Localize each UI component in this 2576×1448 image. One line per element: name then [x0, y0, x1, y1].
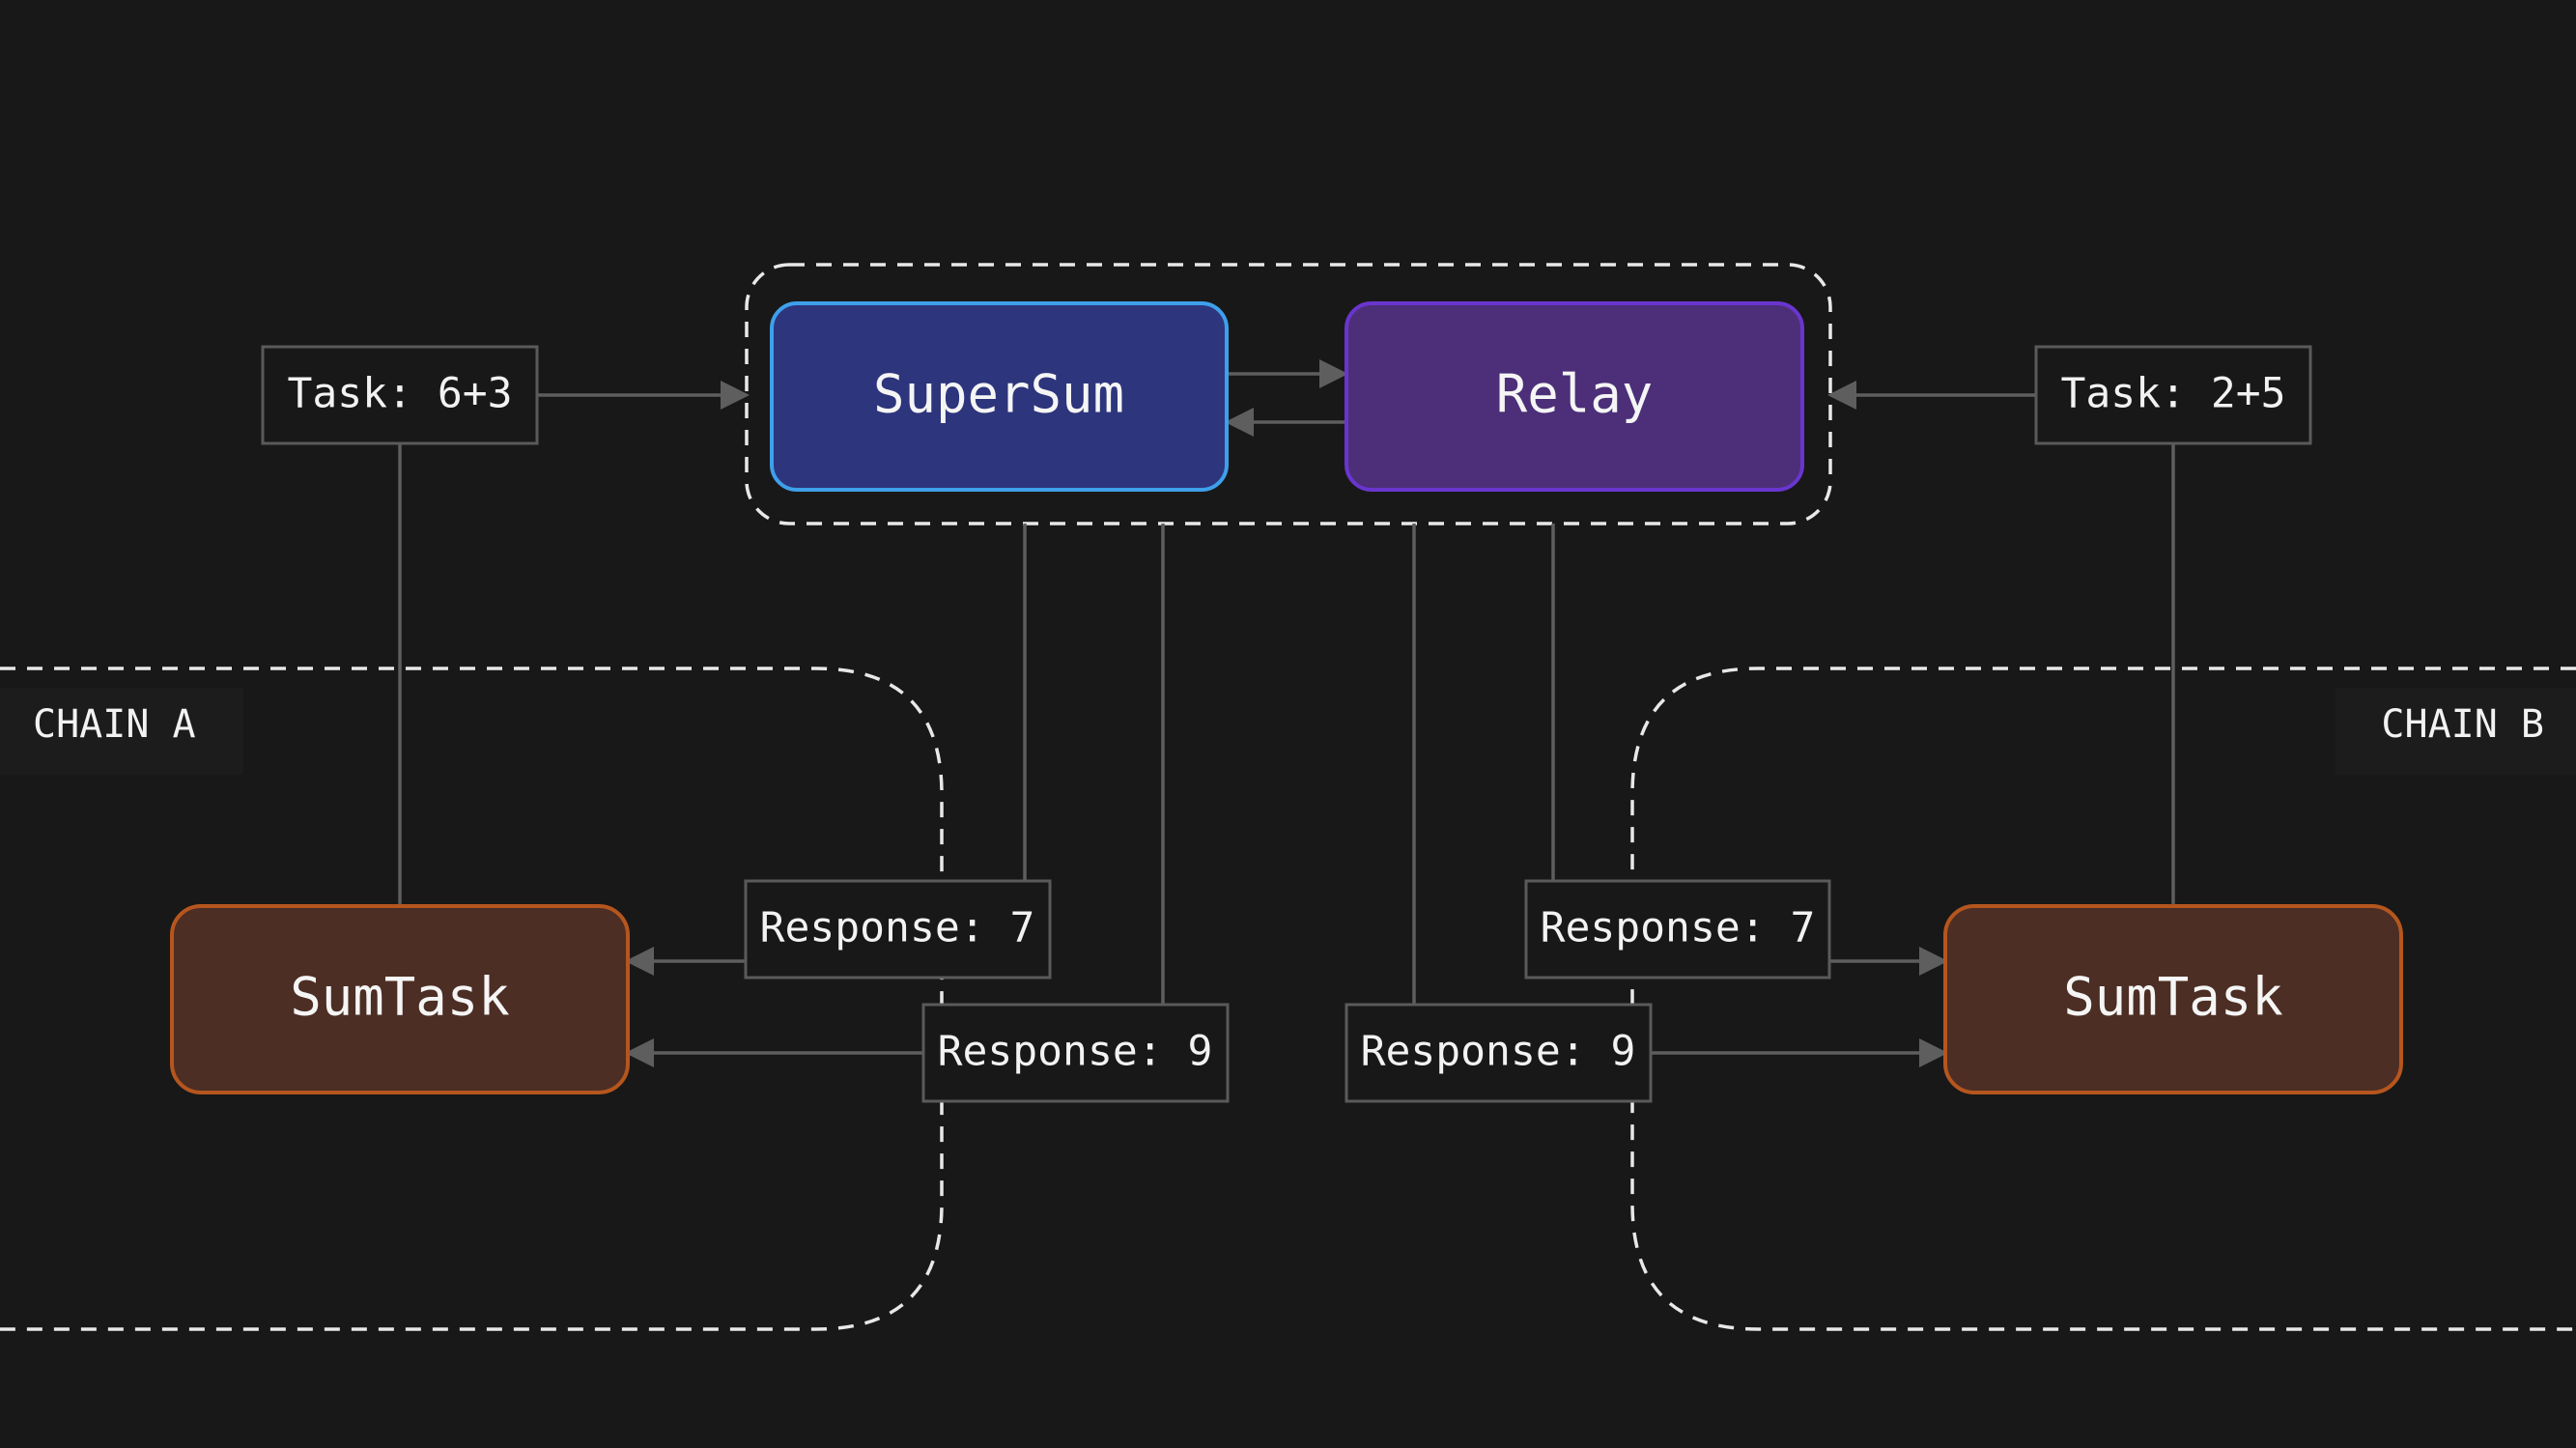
sumtask-b-node[interactable]: SumTask — [1943, 904, 2403, 1094]
task-b-text: Task: 2+5 — [2061, 370, 2286, 418]
sumtask-b-label: SumTask — [2063, 967, 2283, 1028]
chain-b-tag: CHAIN B — [2335, 688, 2576, 775]
chain-a-boundary — [0, 667, 944, 1331]
chain-a-label: CHAIN A — [33, 702, 196, 747]
chain-b-label: CHAIN B — [2381, 702, 2544, 747]
sumtask-a-node[interactable]: SumTask — [170, 904, 630, 1094]
response-b-9-label: Response: 9 — [1345, 1003, 1653, 1103]
sumtask-a-box — [170, 904, 630, 1094]
response-b-7-text: Response: 7 — [1541, 904, 1816, 952]
chain-b-boundary — [1630, 667, 2576, 1331]
response-b-7-label: Response: 7 — [1524, 879, 1831, 980]
sumtask-b-box — [1943, 904, 2403, 1094]
response-b-9-text: Response: 9 — [1361, 1028, 1636, 1076]
supersum-box — [770, 301, 1229, 492]
relay-box — [1345, 301, 1804, 492]
response-a-7-label: Response: 7 — [744, 879, 1052, 980]
supersum-node[interactable]: SuperSum — [770, 301, 1229, 492]
response-a-9-text: Response: 9 — [938, 1028, 1213, 1076]
task-a-label: Task: 6+3 — [261, 345, 539, 445]
response-a-7-text: Response: 7 — [760, 904, 1035, 952]
relay-label: Relay — [1496, 364, 1654, 425]
response-a-9-label: Response: 9 — [921, 1003, 1230, 1103]
sumtask-a-label: SumTask — [290, 967, 510, 1028]
supersum-label: SuperSum — [873, 364, 1124, 425]
supersum-relay-group — [745, 263, 1832, 525]
task-b-label: Task: 2+5 — [2034, 345, 2312, 445]
task-a-text: Task: 6+3 — [288, 370, 513, 418]
chain-a-tag: CHAIN A — [0, 688, 243, 775]
relay-node[interactable]: Relay — [1345, 301, 1804, 492]
